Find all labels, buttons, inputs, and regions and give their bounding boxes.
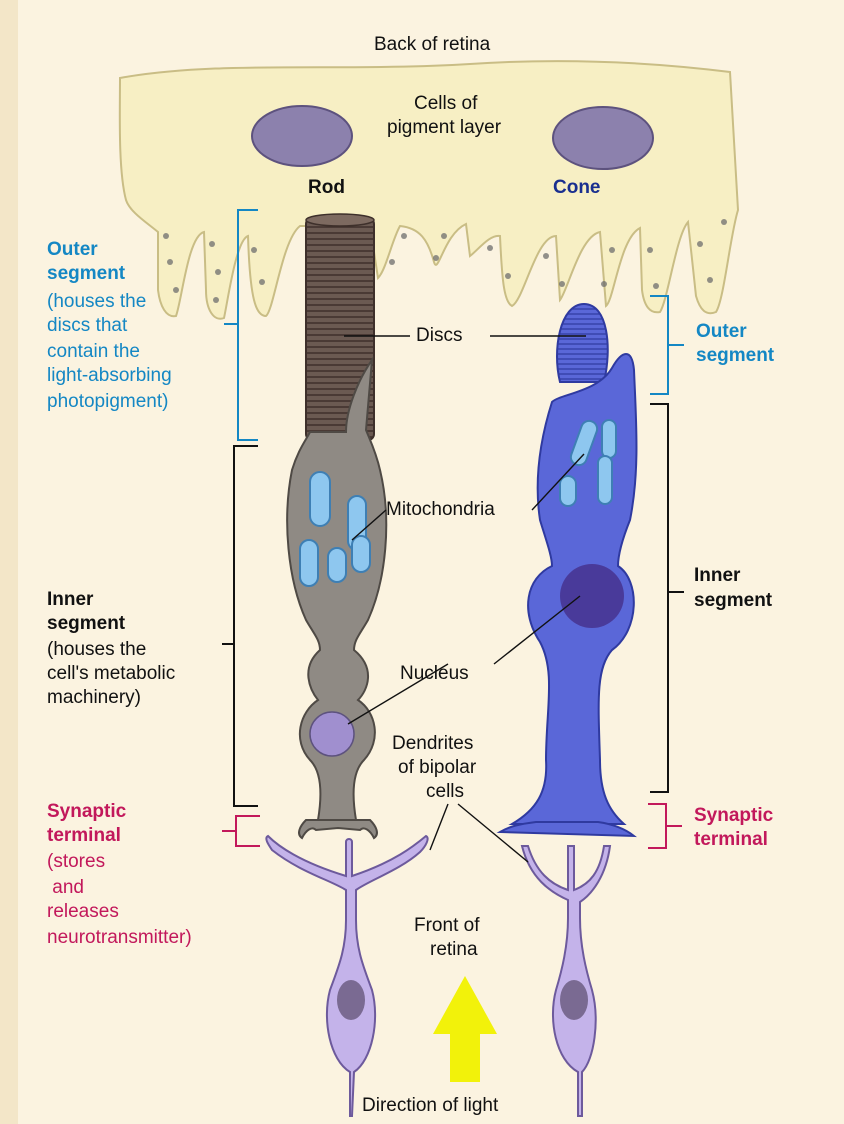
bracket-inner-segment-left bbox=[222, 446, 258, 806]
synaptic-left-desc-4: neurotransmitter) bbox=[47, 926, 192, 949]
dendrites-label-1: Dendrites bbox=[392, 732, 473, 755]
direction-of-light-label: Direction of light bbox=[362, 1094, 498, 1117]
bracket-synaptic-left bbox=[222, 816, 260, 846]
mitochondria-label: Mitochondria bbox=[386, 498, 495, 521]
inner-segment-left-desc-1: (houses the bbox=[47, 638, 146, 661]
bipolar-cell-left bbox=[266, 836, 427, 1116]
inner-segment-left-desc-3: machinery) bbox=[47, 686, 141, 709]
inner-segment-left-title-2: segment bbox=[47, 612, 125, 635]
pigment-nucleus-left bbox=[252, 106, 352, 166]
outer-segment-left-title-2: segment bbox=[47, 262, 125, 285]
synaptic-right-1: Synaptic bbox=[694, 804, 773, 827]
discs-label: Discs bbox=[416, 324, 462, 347]
outer-segment-right-2: segment bbox=[696, 344, 774, 367]
outer-segment-left-title-1: Outer bbox=[47, 238, 98, 261]
rod-label: Rod bbox=[308, 176, 345, 199]
inner-segment-left-desc-2: cell's metabolic bbox=[47, 662, 175, 685]
inner-segment-right-2: segment bbox=[694, 589, 772, 612]
synaptic-left-desc-3: releases bbox=[47, 900, 119, 923]
back-of-retina-label: Back of retina bbox=[374, 33, 490, 56]
front-of-retina-1: Front of bbox=[414, 914, 479, 937]
bracket-inner-segment-right bbox=[650, 404, 684, 792]
pigment-layer-label-1: Cells of bbox=[414, 92, 477, 115]
bipolar-cell-right bbox=[522, 846, 610, 1116]
rod-nucleus bbox=[310, 712, 354, 756]
synaptic-left-title-2: terminal bbox=[47, 824, 121, 847]
inner-segment-left-title-1: Inner bbox=[47, 588, 93, 611]
dendrites-label-3: cells bbox=[426, 780, 464, 803]
outer-segment-left-desc-5: photopigment) bbox=[47, 390, 168, 413]
outer-segment-left-desc-3: contain the bbox=[47, 340, 140, 363]
light-direction-arrow bbox=[433, 976, 497, 1082]
outer-segment-left-desc-4: light-absorbing bbox=[47, 364, 172, 387]
pigment-nucleus-right bbox=[553, 107, 653, 169]
synaptic-left-desc-2: and bbox=[47, 876, 84, 899]
dendrites-label-2: of bipolar bbox=[398, 756, 476, 779]
pigment-layer-label-2: pigment layer bbox=[387, 116, 501, 139]
outer-segment-left-desc-2: discs that bbox=[47, 314, 127, 337]
outer-segment-right-1: Outer bbox=[696, 320, 747, 343]
synaptic-right-2: terminal bbox=[694, 828, 768, 851]
front-of-retina-2: retina bbox=[430, 938, 478, 961]
synaptic-left-desc-1: (stores bbox=[47, 850, 105, 873]
nucleus-label: Nucleus bbox=[400, 662, 469, 685]
outer-segment-left-desc-1: (houses the bbox=[47, 290, 146, 313]
bracket-synaptic-right bbox=[648, 804, 682, 848]
cone-label: Cone bbox=[553, 176, 601, 199]
cone-cell bbox=[500, 304, 637, 836]
cone-nucleus bbox=[560, 564, 624, 628]
inner-segment-right-1: Inner bbox=[694, 564, 740, 587]
synaptic-left-title-1: Synaptic bbox=[47, 800, 126, 823]
